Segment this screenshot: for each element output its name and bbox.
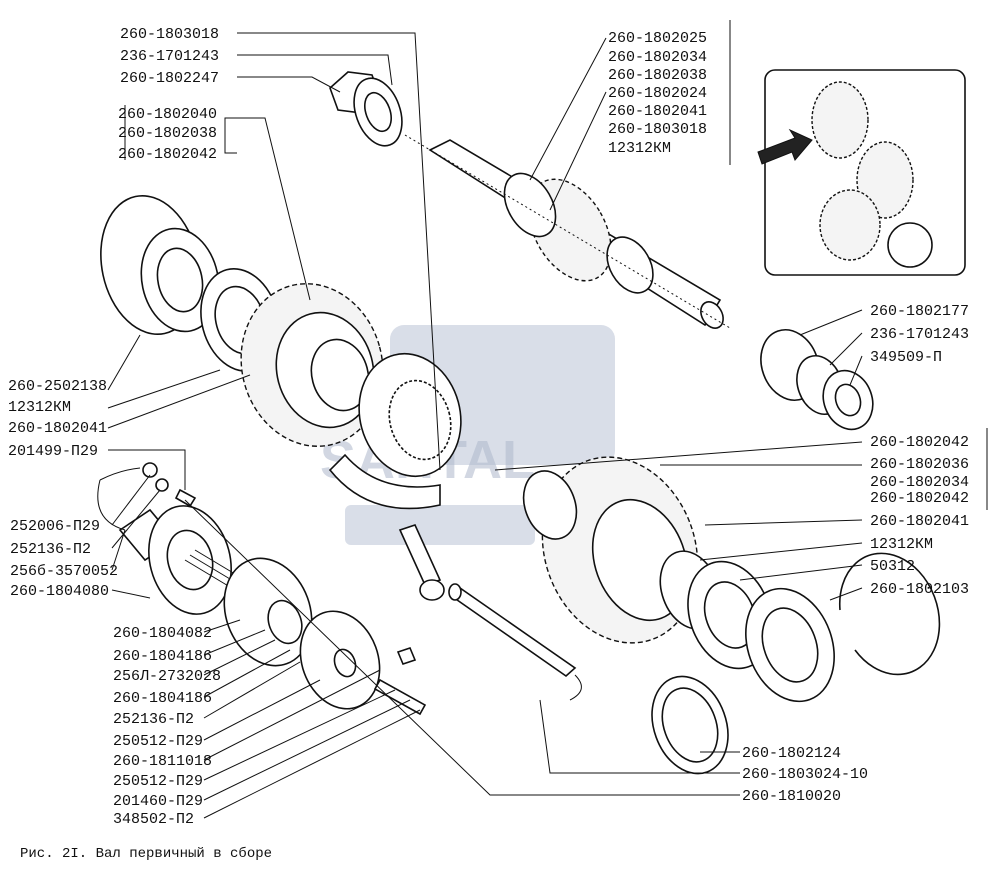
part-label: 260-1802040 <box>118 106 217 123</box>
speedometer-drive-parts <box>118 462 427 716</box>
label-group-right-mid: 260-1802042 260-1802036 260-1802034 260-… <box>870 434 969 598</box>
shift-rod <box>448 583 577 678</box>
part-label: 12312КМ <box>8 399 71 416</box>
part-label: 260-1804186 <box>113 648 212 665</box>
part-label: 236-1701243 <box>120 48 219 65</box>
part-label: 260-1802038 <box>118 125 217 142</box>
label-group-right-small: 260-1802177 236-1701243 349509-П <box>870 303 969 366</box>
part-label: 260-1802124 <box>742 745 841 762</box>
part-label: 260-1802034 <box>608 49 707 66</box>
part-label: 252136-П2 <box>113 711 194 728</box>
gearbox-inset <box>757 69 966 276</box>
part-label: 260-1802177 <box>870 303 969 320</box>
part-label: 260-1802036 <box>870 456 969 473</box>
drive-gear <box>240 283 384 447</box>
part-label: 260-1803024-10 <box>742 766 868 783</box>
primary-shaft <box>428 139 724 329</box>
part-label: 260-1802025 <box>608 30 707 47</box>
sleeve-assembly <box>760 329 874 431</box>
part-label: 236-1701243 <box>870 326 969 343</box>
part-label: 50312 <box>870 558 915 575</box>
part-label: 260-1802041 <box>8 420 107 437</box>
part-label: 260-1804082 <box>113 625 212 642</box>
part-label: 260-1802041 <box>870 513 969 530</box>
part-label: 252006-П29 <box>10 518 100 535</box>
part-label: 201460-П29 <box>113 793 203 810</box>
part-label: 260-1802042 <box>118 146 217 163</box>
nut-and-washer <box>329 71 403 147</box>
part-label: 260-1802041 <box>608 103 707 120</box>
part-label: 260-1802034 <box>870 474 969 491</box>
leader-lines <box>97 20 988 819</box>
part-label: 260-1802103 <box>870 581 969 598</box>
part-label: 260-1802024 <box>608 85 707 102</box>
shift-fork <box>328 453 445 601</box>
label-group-left-mid: 260-2502138 12312КМ 260-1802041 201499-П… <box>8 378 107 460</box>
part-label: 260-1803018 <box>120 26 219 43</box>
label-group-top-left: 260-1803018 236-1701243 260-1802247 <box>120 26 219 87</box>
part-label: 260-1811018 <box>113 753 212 770</box>
large-gear-right <box>522 456 699 644</box>
figure-caption: Рис. 2I. Вал первичный в сборе <box>20 845 272 862</box>
part-label: 260-1804080 <box>10 583 109 600</box>
part-label: 250512-П29 <box>113 733 203 750</box>
label-group-left-bottom: 252006-П29 252136-П2 256б-3570052 260-18… <box>10 518 221 828</box>
part-label: 349509-П <box>870 349 942 366</box>
part-label: 260-1803018 <box>608 121 707 138</box>
part-label: 260-2502138 <box>8 378 107 395</box>
bearings-right <box>651 550 941 775</box>
part-label: 250512-П29 <box>113 773 203 790</box>
part-label: 260-1802038 <box>608 67 707 84</box>
part-label: 348502-П2 <box>113 811 194 828</box>
bearing-cover <box>100 195 220 335</box>
part-label: 256Л-2732028 <box>113 668 221 685</box>
part-label: 260-1802247 <box>120 70 219 87</box>
part-label: 260-1802042 <box>870 434 969 451</box>
part-label: 201499-П29 <box>8 443 98 460</box>
part-label: 260-1804186 <box>113 690 212 707</box>
part-label: 12312КМ <box>608 140 671 157</box>
part-label: 260-1802042 <box>870 490 969 507</box>
part-label: 256б-3570052 <box>10 563 118 580</box>
part-label: 260-1810020 <box>742 788 841 805</box>
part-label: 12312КМ <box>870 536 933 553</box>
label-group-shaft-top: 260-1802025 260-1802034 260-1802038 260-… <box>608 30 707 157</box>
label-group-left: 260-1802040 260-1802038 260-1802042 <box>118 106 217 163</box>
part-label: 252136-П2 <box>10 541 91 558</box>
label-group-bottom-right: 260-1802124 260-1803024-10 260-1810020 <box>742 745 868 805</box>
